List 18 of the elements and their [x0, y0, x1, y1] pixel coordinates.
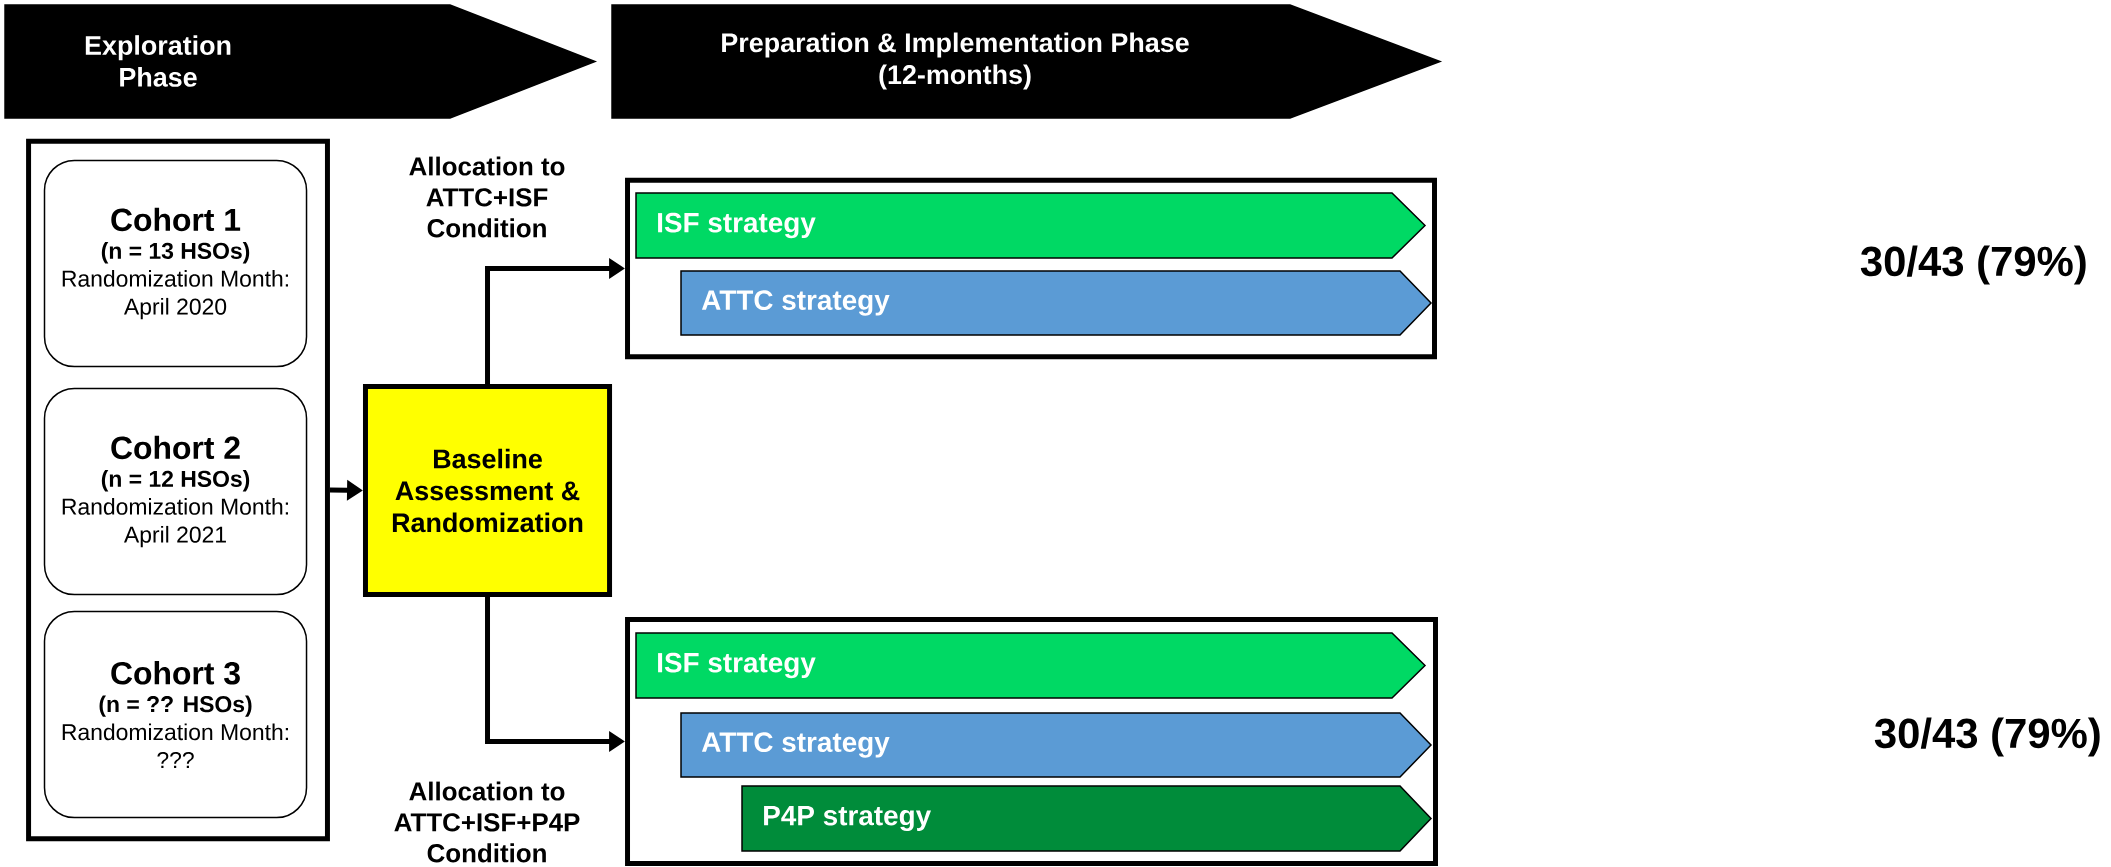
phase-banner: Preparation & Implementation Phase (12-months): [611, 4, 1443, 119]
strategy-bar: ATTC strategy: [680, 712, 1433, 778]
strategy-bar: ISF strategy: [635, 192, 1427, 259]
group-box: [26, 138, 330, 842]
edge-label: Allocation to ATTC+ISF Condition: [380, 154, 594, 240]
result-label: 30/43 (79%): [1860, 245, 2086, 285]
cohort-box: Cohort 3 (n = ?? HSOs) Randomization Month: ???: [43, 610, 308, 819]
group-box: [625, 177, 1437, 360]
strategy-bar: P4P strategy: [741, 785, 1433, 852]
cohort-box: Cohort 1 (n = 13 HSOs) Randomization Month: April 2020: [43, 159, 308, 368]
phase-banner: Exploration Phase: [4, 4, 598, 119]
group-box: [625, 616, 1438, 867]
strategy-bar: ATTC strategy: [680, 270, 1433, 336]
cohort-box: Cohort 2 (n = 12 HSOs) Randomization Month: April 2021: [43, 387, 308, 596]
edge-label: Allocation to ATTC+ISF+P4P Condition: [380, 779, 594, 865]
result-label: 30/43 (79%): [1874, 717, 2100, 757]
strategy-bar: ISF strategy: [635, 632, 1427, 699]
process-box: Baseline Assessment & Randomization: [363, 383, 613, 598]
